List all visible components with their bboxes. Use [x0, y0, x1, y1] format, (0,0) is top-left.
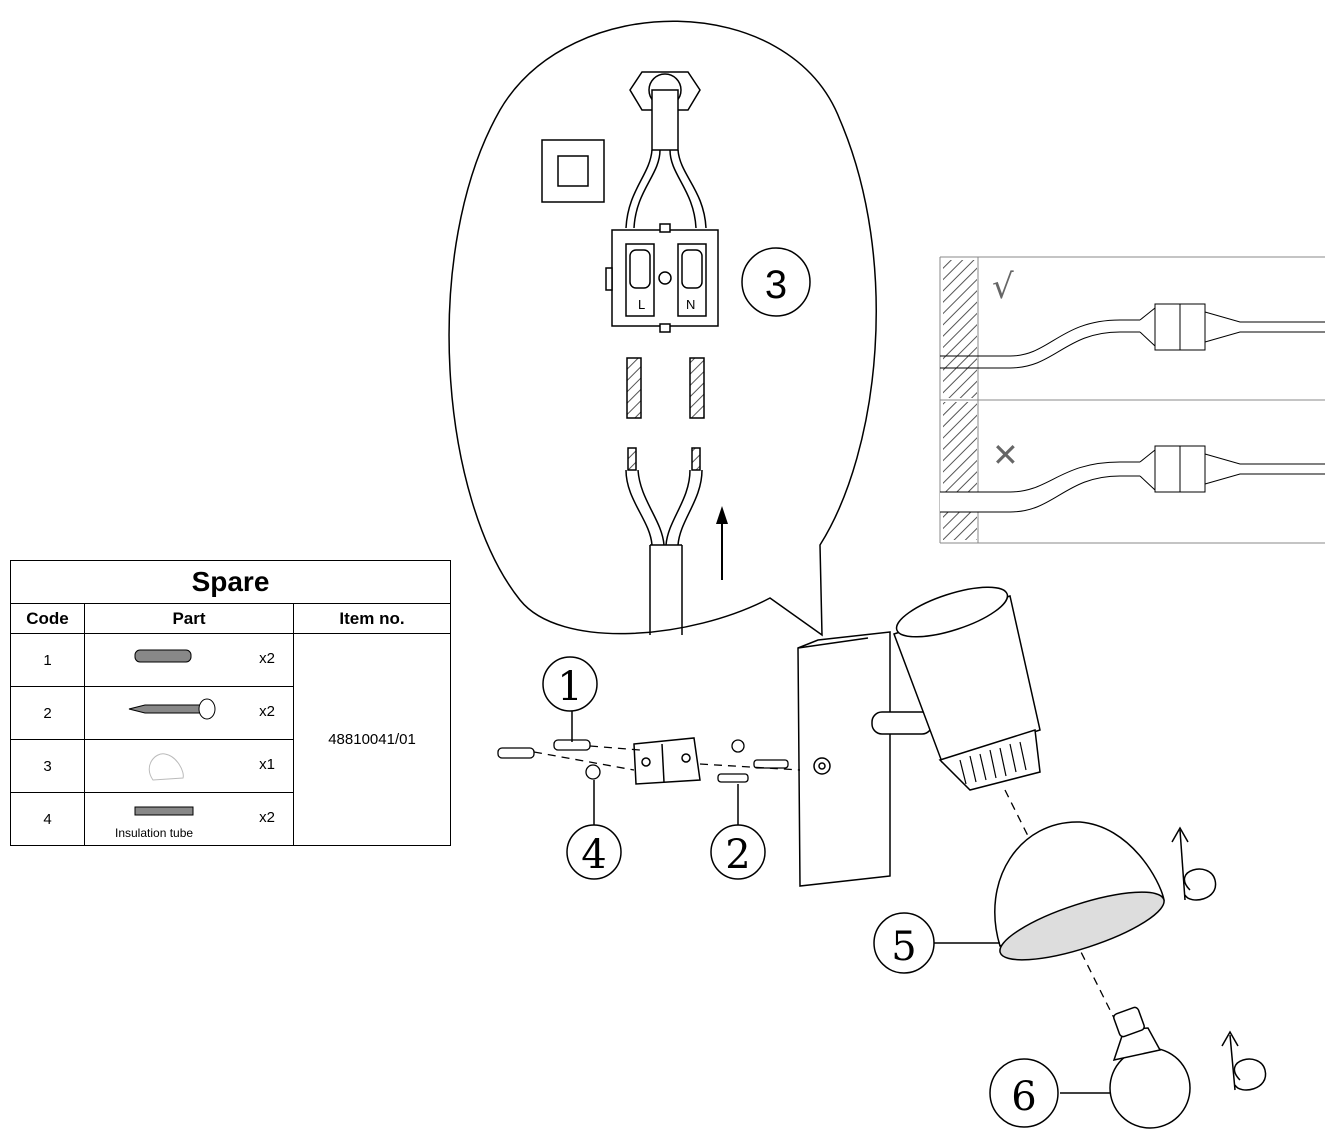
row-part: x2 — [84, 686, 294, 740]
lamp-shade-icon — [994, 821, 1165, 961]
item-number: 48810041/01 — [293, 633, 451, 846]
callout-5-circle — [873, 912, 935, 974]
supply-cable-icon — [625, 447, 703, 635]
rotate-arrow-icon — [1171, 826, 1217, 901]
insulation-tube-icon — [134, 806, 194, 816]
wall-plug-icon — [134, 649, 192, 663]
callout-4: 4 — [581, 832, 606, 878]
cable-gland-icon — [625, 71, 707, 229]
arrow-up-icon — [716, 506, 728, 580]
mounting-bracket-icon — [633, 737, 701, 785]
callout-5: 5 — [891, 924, 916, 970]
callout-6: 6 — [1011, 1074, 1036, 1120]
table-row: 4 Insulation tube x2 — [10, 792, 451, 846]
spare-parts-table: Spare Code Part Item no. 1 x2 48810041/0… — [10, 560, 451, 846]
shade-cap-icon — [148, 753, 184, 781]
terminal-l-label: L — [638, 297, 645, 312]
callout-2: 2 — [725, 832, 750, 878]
callout-1-circle — [542, 656, 598, 712]
wrong-mark: ✕ — [992, 436, 1019, 474]
header-item-no: Item no. — [293, 603, 451, 634]
row-code: 2 — [10, 686, 85, 740]
terminal-block-icon — [605, 223, 719, 333]
callout-2-circle — [710, 824, 766, 880]
correct-mark: √ — [992, 267, 1014, 307]
row-qty: x1 — [259, 756, 275, 773]
row-code: 3 — [10, 739, 85, 793]
callout-6-circle — [989, 1058, 1059, 1128]
terminal-n-label: N — [686, 297, 695, 312]
rotate-arrow-icon — [1221, 1030, 1267, 1091]
row-code: 4 — [10, 792, 85, 846]
callout-3: 3 — [765, 263, 787, 307]
callout-3-circle — [741, 247, 811, 317]
row-qty: x2 — [259, 650, 275, 667]
lamp-arm-icon — [871, 586, 1041, 791]
wiring-correct-panel — [939, 256, 1325, 401]
light-bulb-icon — [1109, 1006, 1191, 1129]
table-title: Spare — [10, 560, 451, 604]
row-code: 1 — [10, 633, 85, 687]
row-qty: x2 — [259, 703, 275, 720]
callout-4-circle — [566, 824, 622, 880]
header-code: Code — [10, 603, 85, 634]
class-ii-symbol-icon — [541, 139, 605, 203]
insulation-tube-label: Insulation tube — [115, 826, 194, 840]
callout-1: 1 — [557, 664, 582, 710]
wall-plug-icon — [497, 739, 591, 759]
row-part: x1 — [84, 739, 294, 793]
insulation-tube-icon — [626, 357, 705, 419]
row-part: x2 — [84, 633, 294, 687]
row-qty: x2 — [259, 809, 275, 826]
wall-plate-icon — [797, 631, 891, 887]
row-part: Insulation tube x2 — [84, 792, 294, 846]
table-row: 1 x2 48810041/01 — [10, 633, 451, 846]
header-part: Part — [84, 603, 294, 634]
wiring-wrong-panel — [939, 400, 1325, 544]
screw-icon — [128, 698, 216, 720]
